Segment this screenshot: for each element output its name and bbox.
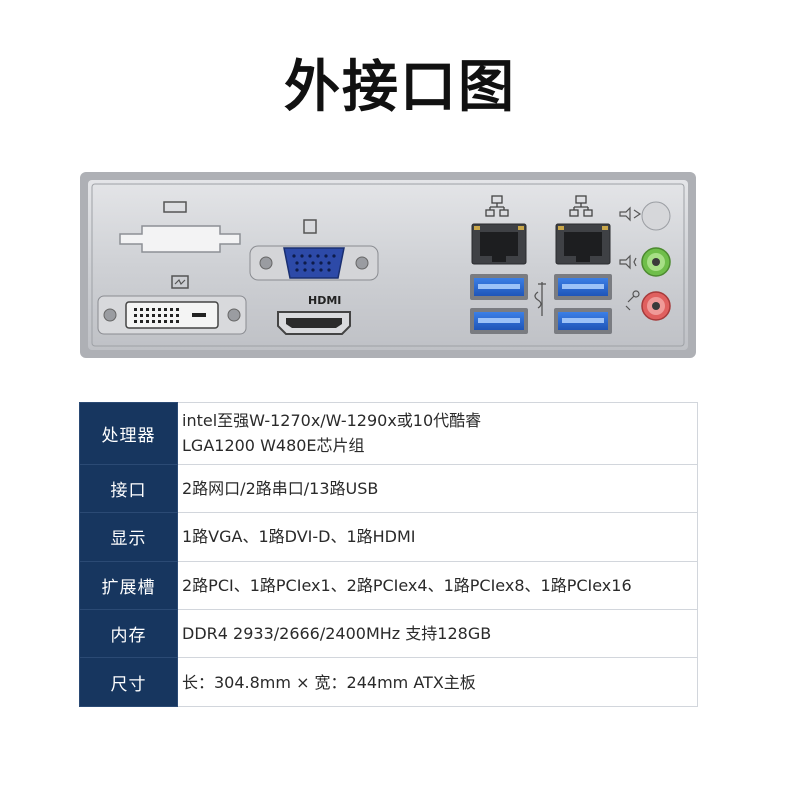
- spec-value-line: 1路VGA、1路DVI-D、1路HDMI: [182, 527, 416, 547]
- com-port-knockout: [119, 201, 241, 253]
- audio-icons: [619, 206, 642, 311]
- spec-value: 1路VGA、1路DVI-D、1路HDMI: [177, 512, 698, 562]
- rj45-lan-port-2: [555, 223, 611, 265]
- spec-label: 处理器: [79, 402, 178, 465]
- spec-value: 长：304.8mm × 宽：244mm ATX主板: [177, 657, 698, 707]
- usb-ss-icon: [534, 282, 546, 316]
- audio-line-out: [641, 247, 671, 277]
- dvi-port: [97, 275, 247, 335]
- rj45-lan-port-1: [471, 223, 527, 265]
- usb3-port-3: [554, 274, 612, 300]
- vga-port: [249, 219, 379, 281]
- audio-mic: [641, 291, 671, 321]
- page-title: 外接口图: [284, 55, 516, 120]
- spec-label: 扩展槽: [79, 560, 178, 611]
- hdmi-label: HDMI: [308, 294, 341, 307]
- spec-value-line: intel至强W-1270x/W-1290x或10代酷睿: [182, 411, 482, 431]
- spec-label: 尺寸: [79, 657, 178, 707]
- spec-label: 内存: [79, 608, 178, 659]
- spec-value-line: 长：304.8mm × 宽：244mm ATX主板: [182, 672, 476, 692]
- hdmi-port: HDMI: [277, 294, 351, 335]
- spec-table: 处理器 intel至强W-1270x/W-1290x或10代酷睿 LGA1200…: [79, 402, 698, 707]
- spec-label: 显示: [79, 512, 178, 562]
- spec-row-expansion: 扩展槽 2路PCI、1路PCIex1、2路PCIex4、1路PCIex8、1路P…: [79, 560, 698, 611]
- usb3-port-4: [554, 308, 612, 334]
- lan-icon: [485, 195, 593, 217]
- spec-value: 2路网口/2路串口/13路USB: [177, 463, 698, 514]
- spec-row-display: 显示 1路VGA、1路DVI-D、1路HDMI: [79, 512, 698, 562]
- spec-value-line: LGA1200 W480E芯片组: [182, 436, 365, 456]
- usb3-port-2: [470, 308, 528, 334]
- spec-row-size: 尺寸 长：304.8mm × 宽：244mm ATX主板: [79, 657, 698, 707]
- usb3-port-1: [470, 274, 528, 300]
- spec-value: intel至强W-1270x/W-1290x或10代酷睿 LGA1200 W48…: [177, 402, 698, 465]
- spec-label: 接口: [79, 463, 178, 514]
- spec-row-cpu: 处理器 intel至强W-1270x/W-1290x或10代酷睿 LGA1200…: [79, 402, 698, 465]
- spec-row-memory: 内存 DDR4 2933/2666/2400MHz 支持128GB: [79, 608, 698, 659]
- spec-value: DDR4 2933/2666/2400MHz 支持128GB: [177, 608, 698, 659]
- spec-value-line: 2路PCI、1路PCIex1、2路PCIex4、1路PCIex8、1路PCIex…: [182, 575, 632, 595]
- spec-value-line: DDR4 2933/2666/2400MHz 支持128GB: [182, 624, 492, 644]
- spec-value-line: 2路网口/2路串口/13路USB: [182, 478, 379, 498]
- spec-row-interface: 接口 2路网口/2路串口/13路USB: [79, 463, 698, 514]
- audio-blank-knockout: [641, 201, 671, 231]
- io-shield-illustration: HDMI: [80, 172, 696, 358]
- io-shield-photo: HDMI: [80, 172, 696, 358]
- spec-value: 2路PCI、1路PCIex1、2路PCIex4、1路PCIex8、1路PCIex…: [177, 560, 698, 611]
